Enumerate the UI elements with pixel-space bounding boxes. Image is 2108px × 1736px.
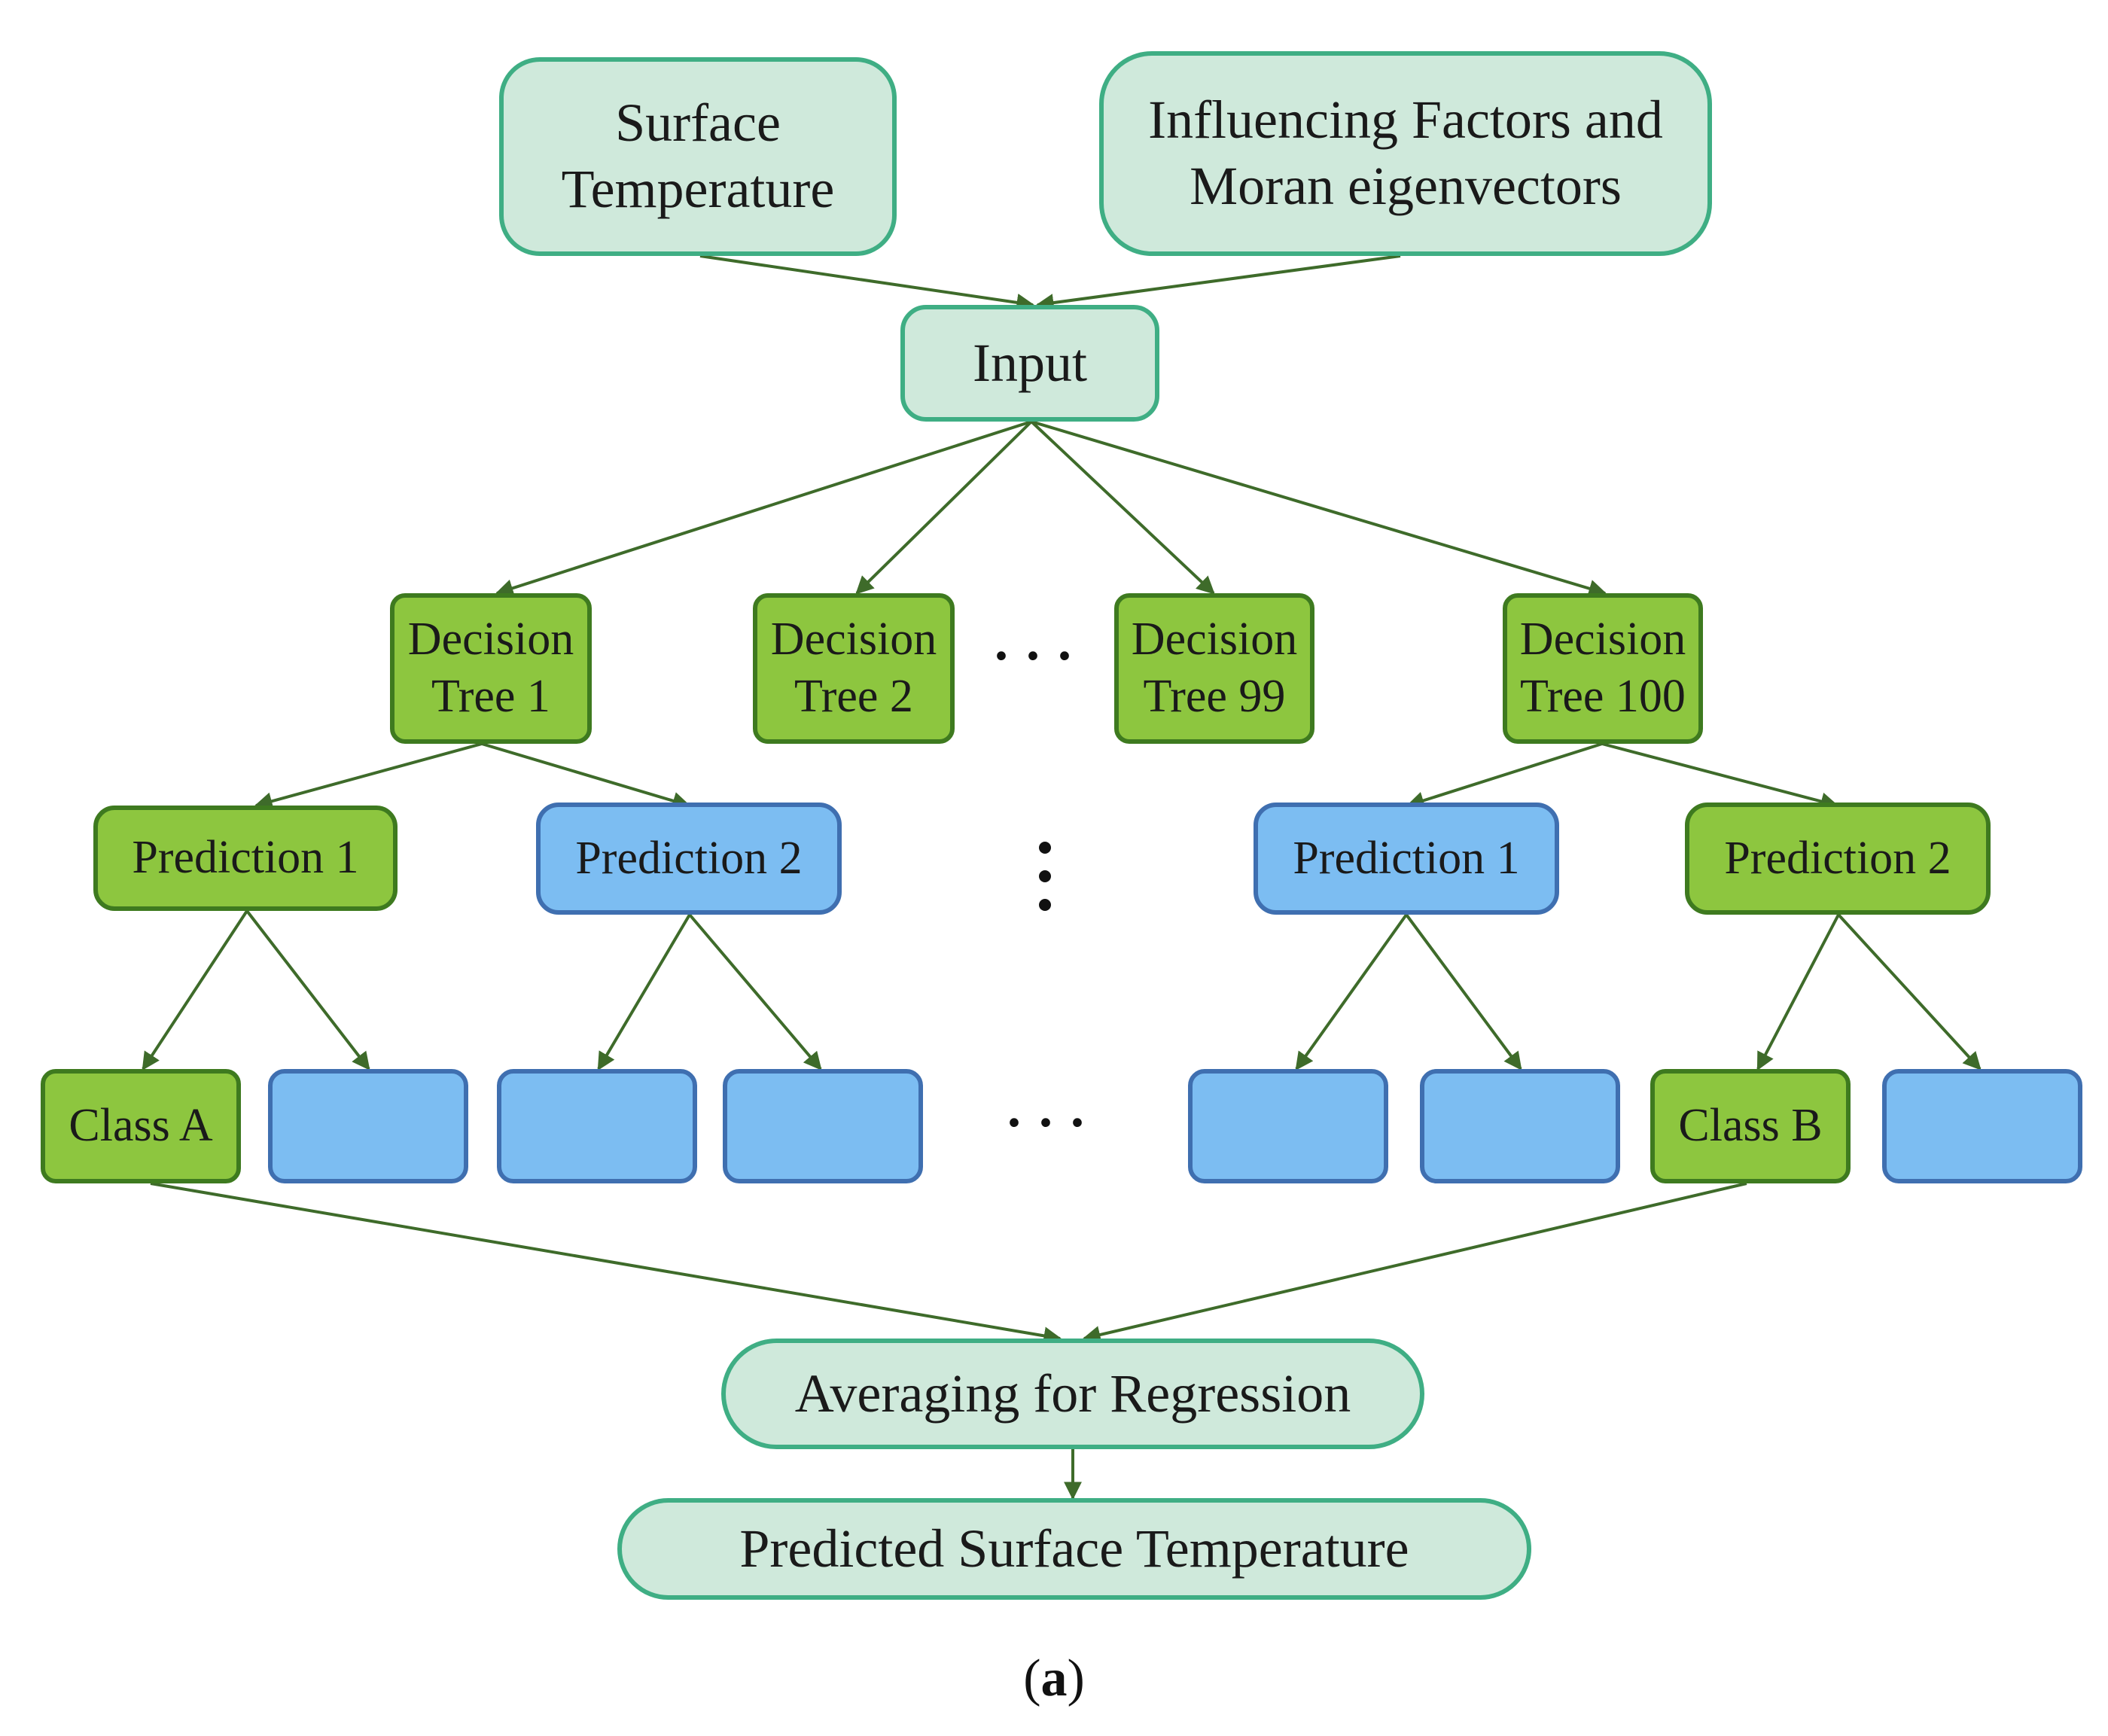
figure-caption: (a): [0, 1649, 2108, 1709]
arrow-surface-to-input: [699, 254, 1035, 312]
vertical-ellipsis-dot: [1039, 870, 1051, 882]
arrow-input-to-tree-99: [1030, 420, 1215, 595]
class-a-leaf: Class A: [41, 1069, 241, 1183]
caption-close: ): [1067, 1649, 1085, 1707]
arrow-t100-prediction-2-to-leaf: [1837, 913, 1982, 1071]
decision-tree-1-label: Decision Tree 1: [407, 614, 574, 722]
arrow-tree-1-to-prediction-1: [254, 742, 483, 810]
tree-1-prediction-2-label: Prediction 2: [575, 832, 803, 884]
arrow-tree-100-to-prediction-1: [1406, 742, 1603, 809]
arrow-prediction-2-to-leaf-b: [688, 913, 822, 1071]
surface-temperature-box: Surface Temperature: [499, 57, 897, 256]
leaf-node: [497, 1069, 697, 1183]
arrow-input-to-tree-100: [1031, 420, 1607, 598]
leaf-node: [723, 1069, 923, 1183]
leaf-node: [268, 1069, 468, 1183]
decision-tree-99-label: Decision Tree 99: [1131, 614, 1298, 722]
predicted-surface-temperature-label: Predicted Surface Temperature: [739, 1518, 1409, 1579]
decision-tree-2-label: Decision Tree 2: [770, 614, 937, 722]
input-box: Input: [900, 305, 1159, 422]
tree-1-prediction-1: Prediction 1: [93, 806, 398, 911]
tree-1-prediction-1-label: Prediction 1: [132, 832, 359, 884]
caption-open: (: [1023, 1649, 1041, 1707]
arrow-prediction-1-to-leaf: [245, 909, 370, 1071]
arrow-tree-1-to-prediction-2: [481, 742, 691, 810]
vertical-ellipsis-dot: [1039, 899, 1051, 911]
arrow-class-a-to-averaging: [150, 1182, 1062, 1345]
predicted-surface-temperature-box: Predicted Surface Temperature: [617, 1498, 1531, 1600]
decision-tree-100: Decision Tree 100: [1503, 593, 1703, 744]
surface-temperature-label: Surface Temperature: [561, 93, 835, 219]
decision-tree-2: Decision Tree 2: [753, 593, 955, 744]
tree-100-prediction-1-label: Prediction 1: [1293, 832, 1520, 884]
vertical-ellipsis: [1039, 842, 1052, 914]
arrow-t100-prediction-1-to-leaf-a: [1295, 913, 1408, 1071]
leaf-node: [1420, 1069, 1620, 1183]
class-b-label: Class B: [1678, 1100, 1823, 1152]
tree-100-prediction-2-label: Prediction 2: [1724, 832, 1951, 884]
arrow-factors-to-input: [1035, 254, 1401, 312]
caption-label: a: [1040, 1649, 1068, 1707]
arrow-class-b-to-averaging: [1082, 1182, 1747, 1344]
trees-ellipsis: · · ·: [992, 626, 1074, 686]
tree-1-prediction-2: Prediction 2: [536, 803, 842, 915]
arrow-prediction-1-to-class-a: [142, 909, 248, 1071]
decision-tree-99: Decision Tree 99: [1114, 593, 1314, 744]
averaging-label: Averaging for Regression: [794, 1363, 1351, 1424]
arrow-prediction-2-to-leaf-a: [597, 913, 691, 1071]
averaging-box: Averaging for Regression: [721, 1339, 1424, 1449]
input-label: Input: [973, 332, 1087, 393]
vertical-ellipsis-dot: [1039, 842, 1051, 854]
tree-100-prediction-2: Prediction 2: [1685, 803, 1991, 915]
arrow-t100-prediction-2-to-class-b: [1756, 914, 1840, 1071]
decision-tree-1: Decision Tree 1: [390, 593, 592, 744]
arrow-input-to-tree-1: [495, 420, 1032, 597]
influencing-factors-label: Influencing Factors and Moran eigenvecto…: [1148, 90, 1663, 216]
arrow-t100-prediction-1-to-leaf-b: [1405, 913, 1522, 1071]
leaf-node: [1882, 1069, 2082, 1183]
arrow-input-to-tree-2: [855, 420, 1033, 595]
class-b-leaf: Class B: [1650, 1069, 1851, 1183]
leaves-ellipsis: · · ·: [1005, 1092, 1087, 1153]
arrow-tree-100-to-prediction-2: [1601, 742, 1839, 811]
decision-tree-100-label: Decision Tree 100: [1519, 614, 1686, 722]
leaf-node: [1188, 1069, 1388, 1183]
influencing-factors-box: Influencing Factors and Moran eigenvecto…: [1099, 51, 1712, 256]
class-a-label: Class A: [69, 1100, 213, 1152]
tree-100-prediction-1: Prediction 1: [1254, 803, 1559, 915]
